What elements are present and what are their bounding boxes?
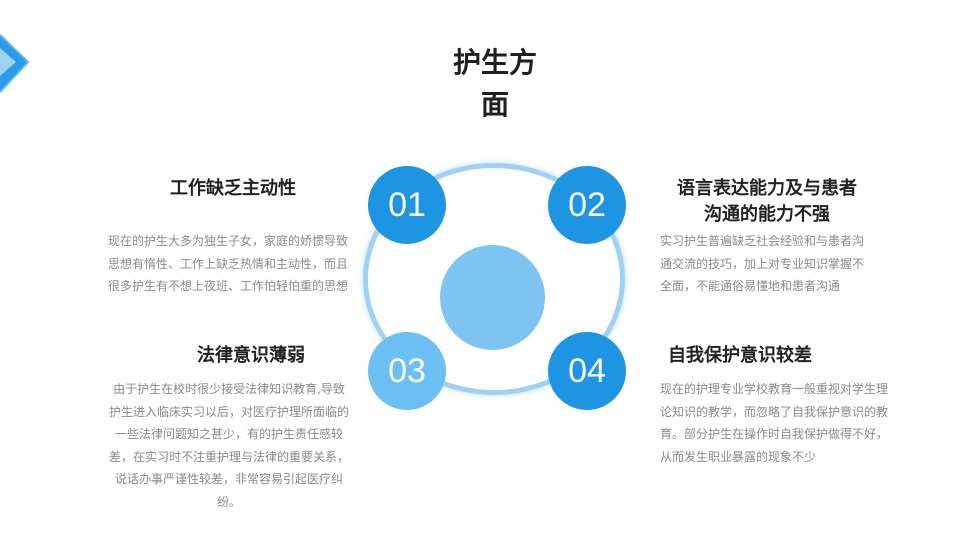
item-04-text: 现在的护理专业学校教育一般重视对学生理论知识的教学，而忽略了自我保护意识的教育。…: [660, 382, 889, 464]
item-03-text: 由于护生在校时很少接受法律知识教育,导致护生进入临床实习以后，对医疗护理所面临的…: [108, 382, 349, 509]
item-01-text: 现在的护生大多为独生子女，家庭的娇惯导致思想有惰性、工作上缺乏热情和主动性，而且…: [108, 234, 349, 293]
page-title: 护生方面: [452, 46, 537, 121]
corner-decoration: [0, 34, 30, 93]
item-01-heading: 工作缺乏主动性: [170, 178, 296, 199]
item-02-text: 实习护生普遍缺乏社会经验和与患者沟通交流的技巧，加上对专业知识掌握不全面，不能通…: [660, 234, 865, 293]
item-03-heading: 法律意识薄弱: [197, 345, 305, 366]
center-circle: [440, 245, 545, 350]
number-circle-01: 01: [368, 166, 446, 244]
outer-ring: [363, 163, 625, 395]
number-circle-03: 03: [368, 332, 446, 410]
item-02-heading: 语言表达能力及与患者沟通的能力不强: [677, 178, 857, 225]
item-04-heading: 自我保护意识较差: [668, 345, 812, 366]
center-diagram: 01 02 03 04: [355, 155, 630, 410]
number-circle-04: 04: [548, 332, 626, 410]
number-circle-02: 02: [548, 166, 626, 244]
